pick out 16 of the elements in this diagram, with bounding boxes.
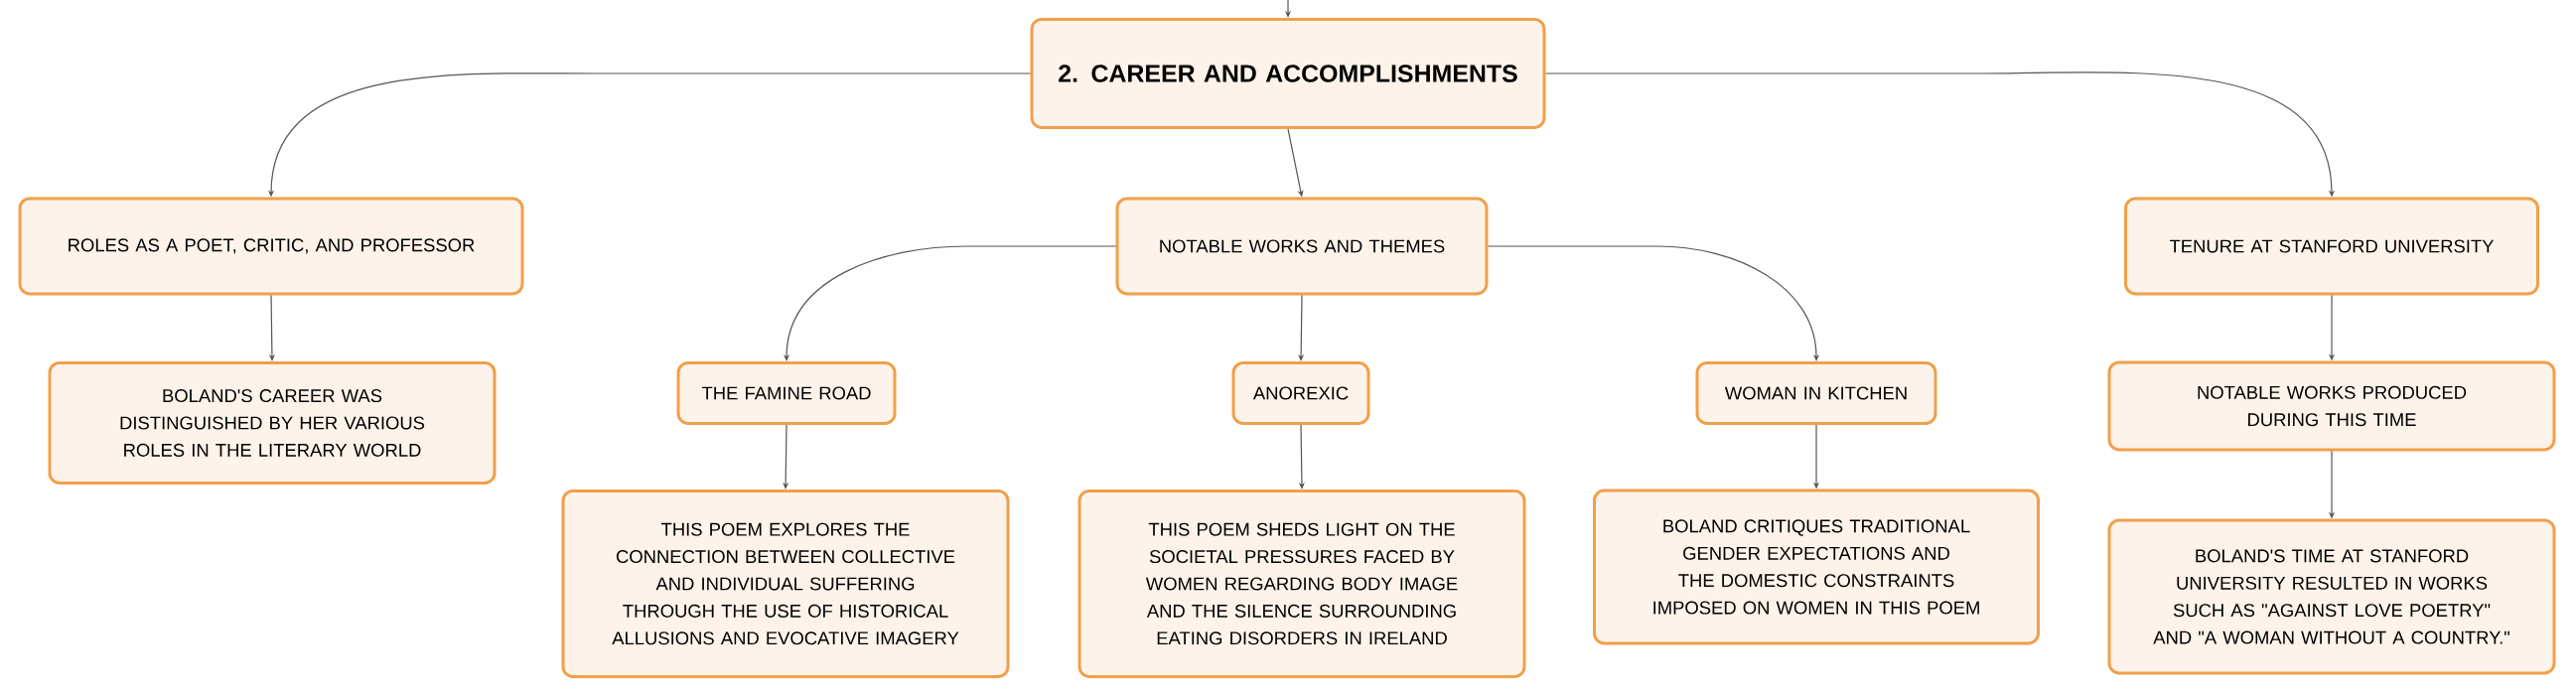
note-box: BOLAND'S TIME AT STANFORD UNIVERSITY RESULTED IN WORKS SUCH AS "AGAINST LOVE POETRY" AND "A WOMAN WITHOUT A COUNTRY." xyxy=(2107,518,2556,675)
note-box: THIS POEM SHEDS LIGHT ON THE SOCIETAL PRESSURES FACED BY WOMEN REGARDING BODY IMAGE AND THE SILENCE SURROUNDING EATING DISORDERS IN IRELAND xyxy=(1077,489,1526,678)
subtopic-box: ROLES AS A POET, CRITIC, AND PROFESSOR xyxy=(18,197,524,296)
subtopic-box: WOMAN IN KITCHEN xyxy=(1695,361,1937,425)
subtopic-box: THE FAMINE ROAD xyxy=(676,361,897,425)
topic-box: 2. CAREER AND ACCOMPLISHMENTS xyxy=(1030,18,1546,129)
note-box: BOLAND CRITIQUES TRADITIONAL GENDER EXPECTATIONS AND THE DOMESTIC CONSTRAINTS IMPOSED ON WOMEN IN THIS POEM xyxy=(1593,489,2040,645)
subtopic-box: ANOREXIC xyxy=(1231,361,1370,425)
connector-arrow xyxy=(783,424,789,489)
connector-arrow xyxy=(1487,245,1820,361)
note-box: THIS POEM EXPLORES THE CONNECTION BETWEEN COLLECTIVE AND INDIVIDUAL SUFFERING THROUGH THE USE OF HISTORICAL ALLUSIONS AND EVOCATIVE IMAGERY xyxy=(561,489,1010,678)
connector-arrow xyxy=(1298,294,1305,361)
subtopic-box: NOTABLE WORKS PRODUCED DURING THIS TIME xyxy=(2107,360,2556,452)
subtopic-box: TENURE AT STANFORD UNIVERSITY xyxy=(2124,197,2539,296)
subtopic-box: NOTABLE WORKS AND THEMES xyxy=(1115,197,1489,296)
note-box: BOLAND'S CAREER WAS DISTINGUISHED BY HER VARIOUS ROLES IN THE LITERARY WORLD xyxy=(48,361,497,485)
